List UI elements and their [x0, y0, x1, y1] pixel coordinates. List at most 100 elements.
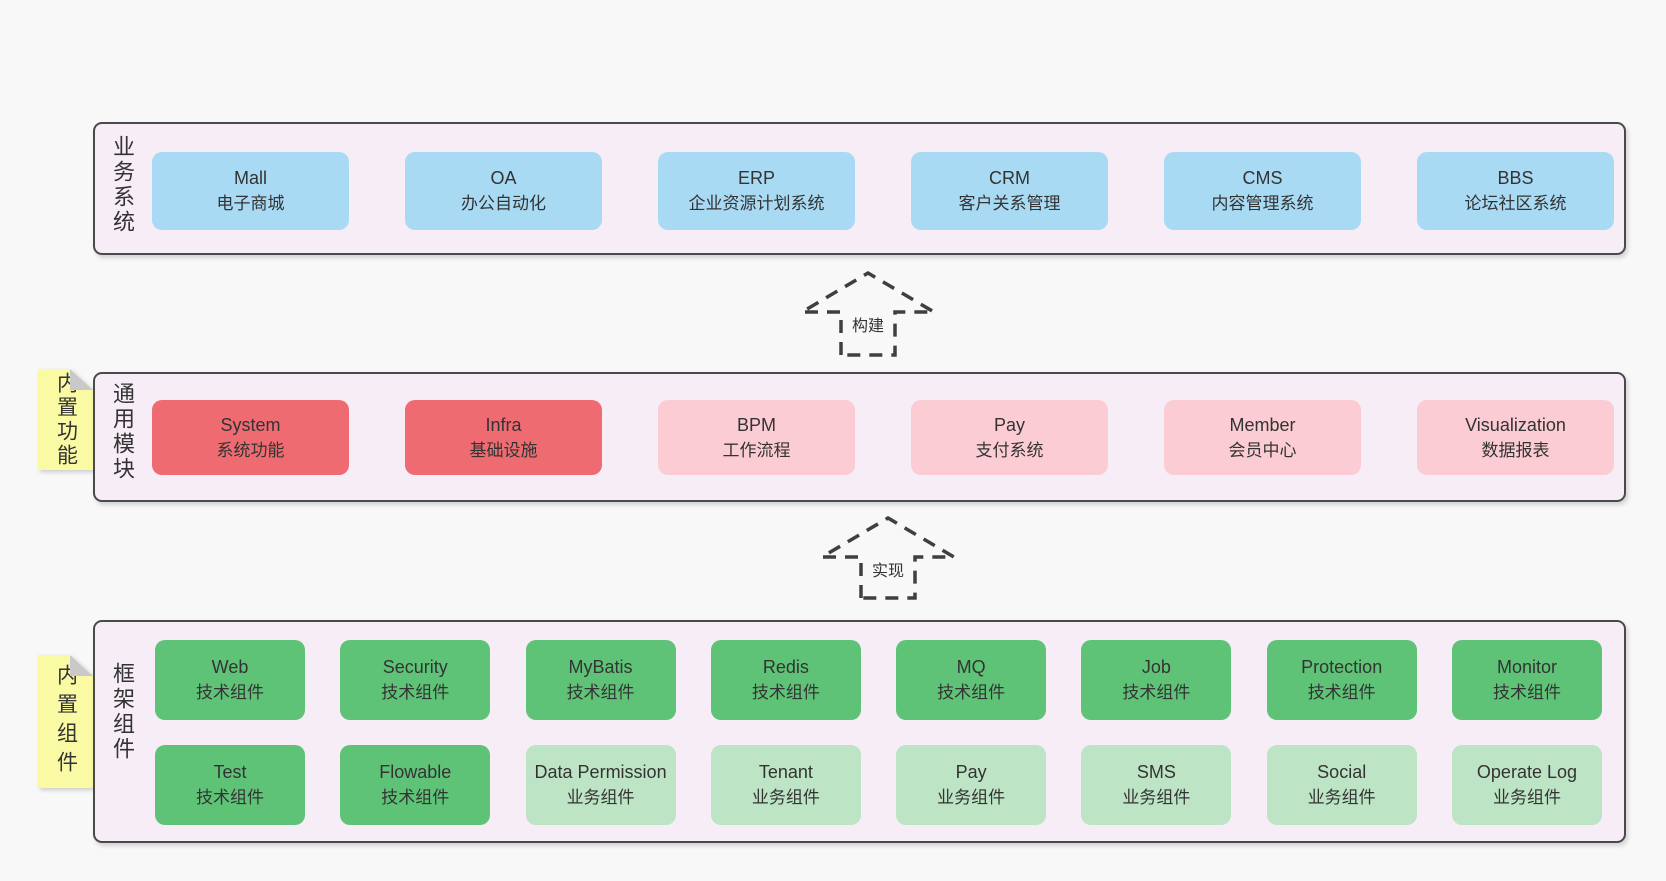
node-title: Security	[382, 657, 448, 677]
sticky-tab-built-in-features: 内置功能	[38, 369, 93, 470]
node-subtitle: 内容管理系统	[1211, 194, 1314, 213]
node-title: Redis	[762, 657, 809, 677]
node-title: Data Permission	[534, 762, 667, 782]
node-protection: Protection 技术组件	[1266, 640, 1417, 720]
implement-arrow: 实现	[810, 510, 966, 605]
node-subtitle: 技术组件	[381, 683, 450, 702]
node-subtitle: 技术组件	[196, 788, 264, 807]
node-title: Tenant	[758, 762, 813, 782]
node-title: Social	[1317, 762, 1367, 782]
node-title: Infra	[485, 414, 522, 435]
node-title: Mall	[233, 168, 267, 188]
node-flowable: Flowable 技术组件	[340, 745, 491, 825]
node-job: Job 技术组件	[1081, 640, 1232, 720]
sticky-tab-built-in-features-label: 内置功能	[54, 371, 78, 468]
node-bbs: BBS 论坛社区系统	[1417, 152, 1614, 230]
node-member: Member 会员中心	[1164, 400, 1361, 475]
sticky-note-shape: 内置组件	[38, 655, 93, 788]
framework-components-row-1: Web 技术组件 Security 技术组件 MyBatis 技术组件 Redi…	[155, 640, 1602, 720]
node-tenant: Tenant 业务组件	[710, 745, 861, 825]
node-title: Flowable	[379, 762, 452, 782]
tier-common-modules: 通用模块 System 系统功能 Infra 基础设施 BPM 工作流程 Pay…	[93, 372, 1626, 502]
node-title: Pay	[955, 762, 987, 782]
node-erp: ERP 企业资源计划系统	[658, 152, 855, 230]
node-pay: Pay 业务组件	[896, 745, 1047, 825]
node-oa: OA 办公自动化	[405, 152, 602, 230]
node-mybatis: MyBatis 技术组件	[525, 640, 676, 720]
node-redis: Redis 技术组件	[710, 640, 861, 720]
sticky-tab-built-in-components: 内置组件	[38, 655, 93, 788]
node-subtitle: 数据报表	[1481, 440, 1550, 460]
node-monitor: Monitor 技术组件	[1451, 640, 1602, 720]
node-infra: Infra 基础设施	[405, 400, 602, 475]
node-title: Pay	[993, 414, 1026, 435]
node-pay: Pay 支付系统	[911, 400, 1108, 475]
node-subtitle: 业务组件	[1122, 788, 1191, 807]
node-subtitle: 系统功能	[216, 440, 285, 460]
node-subtitle: 技术组件	[381, 788, 450, 807]
node-title: OA	[490, 168, 517, 188]
folded-corner-icon	[70, 369, 93, 390]
node-title: Monitor	[1496, 657, 1557, 677]
node-subtitle: 业务组件	[566, 788, 635, 807]
node-title: Operate Log	[1476, 762, 1577, 782]
node-subtitle: 电子商城	[216, 194, 285, 213]
tier-common-modules-label: 通用模块	[110, 382, 135, 482]
node-title: CMS	[1242, 168, 1283, 188]
node-subtitle: 企业资源计划系统	[688, 194, 825, 213]
build-arrow-label: 构建	[846, 311, 890, 337]
node-bpm: BPM 工作流程	[658, 400, 855, 475]
node-title: Protection	[1301, 657, 1383, 677]
sticky-note-shape: 内置功能	[38, 369, 93, 470]
node-visualization: Visualization 数据报表	[1417, 400, 1614, 475]
node-test: Test 技术组件	[155, 745, 305, 825]
node-subtitle: 业务组件	[1492, 788, 1561, 807]
node-subtitle: 论坛社区系统	[1464, 194, 1567, 213]
node-title: BPM	[736, 414, 776, 435]
node-data-permission: Data Permission 业务组件	[525, 745, 676, 825]
sticky-tab-built-in-components-label: 内置组件	[54, 663, 78, 780]
dashed-up-arrow-icon	[795, 270, 941, 357]
node-title: Web	[211, 657, 249, 677]
node-sms: SMS 业务组件	[1081, 745, 1232, 825]
node-system: System 系统功能	[152, 400, 349, 475]
node-operate-log: Operate Log 业务组件	[1451, 745, 1602, 825]
framework-components-row-2: Test 技术组件 Flowable 技术组件 Data Permission …	[155, 745, 1602, 825]
business-systems-row: Mall 电子商城 OA 办公自动化 ERP 企业资源计划系统 CRM 客户关系…	[152, 152, 1614, 230]
node-security: Security 技术组件	[340, 640, 491, 720]
node-title: System	[220, 414, 281, 435]
node-subtitle: 客户关系管理	[958, 194, 1061, 213]
node-title: Visualization	[1465, 414, 1566, 435]
node-subtitle: 业务组件	[751, 788, 820, 807]
node-title: Member	[1229, 414, 1296, 435]
node-subtitle: 工作流程	[722, 440, 791, 460]
node-title: MyBatis	[568, 657, 633, 677]
node-subtitle: 技术组件	[1307, 683, 1376, 702]
node-subtitle: 业务组件	[1307, 788, 1376, 807]
node-web: Web 技术组件	[155, 640, 305, 720]
node-title: Job	[1141, 657, 1171, 677]
node-subtitle: 办公自动化	[461, 194, 546, 213]
node-title: CRM	[989, 168, 1030, 188]
node-subtitle: 支付系统	[975, 440, 1044, 460]
node-subtitle: 技术组件	[196, 683, 264, 702]
node-social: Social 业务组件	[1266, 745, 1417, 825]
tier-framework-components-label: 框架组件	[110, 662, 135, 762]
node-mall: Mall 电子商城	[152, 152, 349, 230]
node-title: Test	[213, 762, 247, 782]
node-subtitle: 会员中心	[1228, 440, 1297, 460]
node-title: BBS	[1497, 168, 1534, 188]
node-subtitle: 技术组件	[566, 683, 635, 702]
dashed-up-arrow-icon	[815, 515, 961, 600]
node-subtitle: 业务组件	[937, 788, 1006, 807]
node-mq: MQ 技术组件	[896, 640, 1047, 720]
tier-business-systems: 业务系统 Mall 电子商城 OA 办公自动化 ERP 企业资源计划系统 CRM…	[93, 122, 1626, 255]
node-title: MQ	[956, 657, 986, 677]
tier-framework-components: 框架组件 Web 技术组件 Security 技术组件 MyBatis 技术组件…	[93, 620, 1626, 843]
folded-corner-icon	[70, 655, 93, 676]
node-subtitle: 技术组件	[1492, 683, 1561, 702]
node-title: ERP	[737, 168, 775, 188]
implement-arrow-label: 实现	[866, 556, 910, 582]
tier-business-systems-label: 业务系统	[110, 135, 135, 235]
